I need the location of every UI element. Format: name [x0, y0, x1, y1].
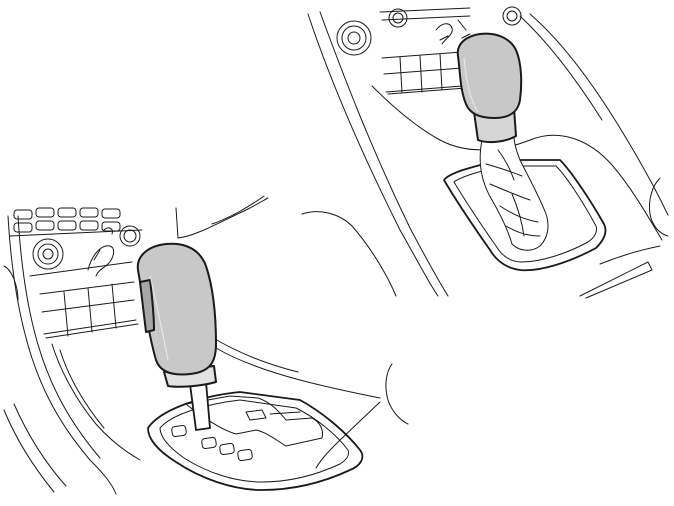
auto-shift-shaft [189, 381, 211, 431]
auto-button-grid [29, 261, 139, 339]
auto-center-stack-left-2 [17, 215, 101, 459]
auto-round-knob-icon [119, 225, 141, 247]
manual-button-grid [381, 51, 467, 95]
manual-console-edge-left-2 [319, 11, 449, 297]
auto-dash-buttons [9, 207, 143, 237]
auto-seat-edge [385, 363, 409, 425]
auto-round-vent-icon [32, 238, 64, 270]
manual-trim-left [301, 211, 397, 297]
manual-gear-tray-inner [453, 165, 597, 263]
manual-console-edge-left [307, 13, 439, 297]
manual-console-right-edge [529, 13, 669, 216]
auto-shift-gate [185, 395, 323, 447]
auto-gear-tray-inner [159, 399, 349, 483]
auto-climate-figure-icon [87, 227, 115, 277]
gear-knob-manual-icon [456, 32, 523, 119]
gear-knob-automatic-icon [136, 242, 217, 376]
manual-climate-figure-icon [435, 19, 471, 45]
manual-console-right-edge-2 [519, 15, 603, 121]
automatic-gearbox-scene [3, 195, 409, 495]
auto-center-stack-left [7, 215, 117, 495]
auto-knob-release-button [139, 279, 155, 333]
manual-gear-tray [443, 159, 607, 272]
manual-round-vent-icon [336, 20, 372, 56]
auto-gate-indicators [171, 424, 253, 462]
auto-left-panel-curve [3, 265, 19, 301]
manual-seat-edge [649, 177, 669, 237]
auto-gear-tray [147, 391, 364, 491]
manual-dash-knobs [379, 6, 522, 28]
manual-trim-right [579, 261, 653, 299]
manual-gear-boot [479, 135, 549, 251]
manual-console-inner-curve [371, 85, 663, 241]
manual-gearbox-scene [301, 6, 669, 299]
auto-dash-right-line [175, 197, 269, 239]
